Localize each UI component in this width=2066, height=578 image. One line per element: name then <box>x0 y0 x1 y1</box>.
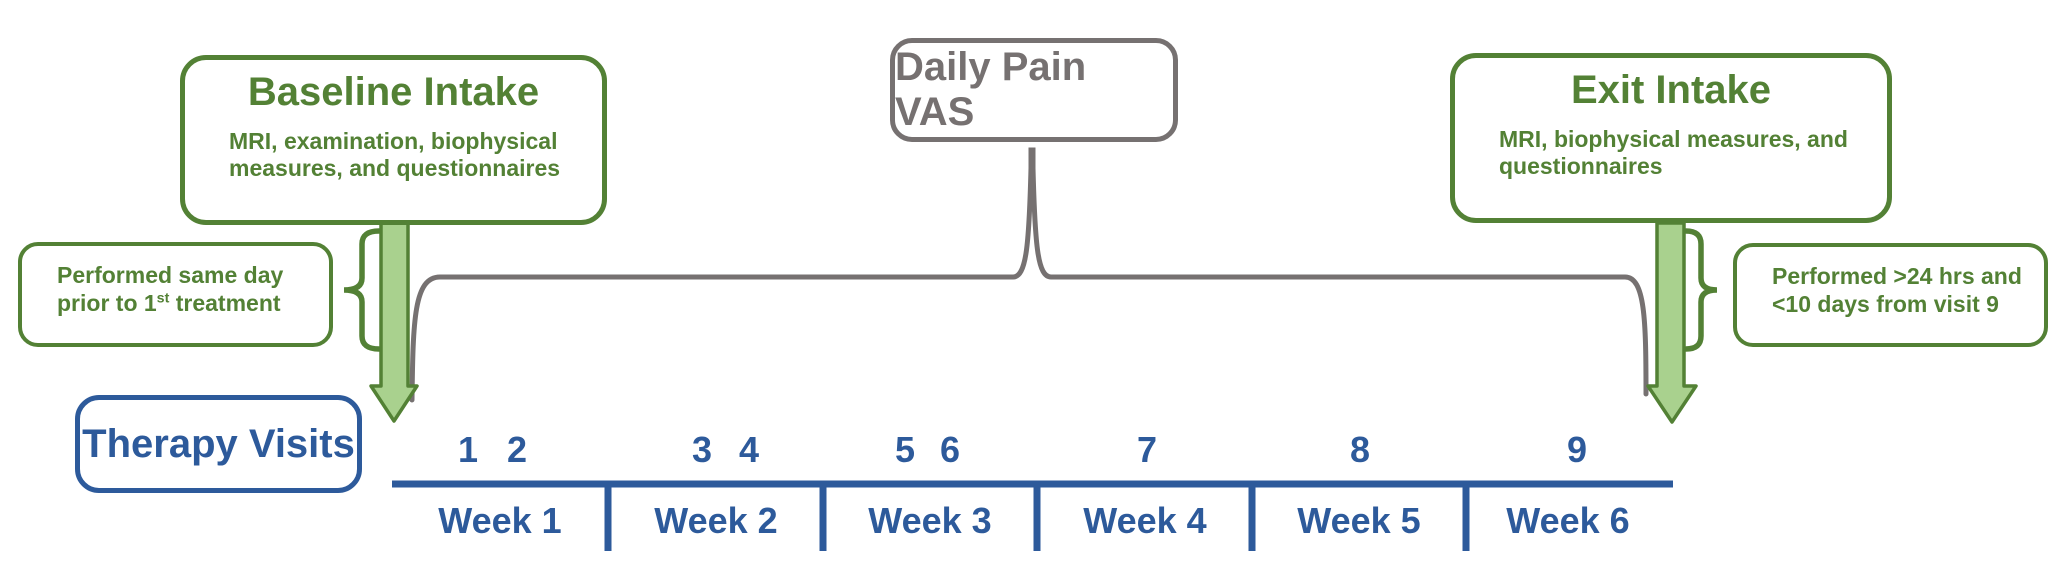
week-label: Week 1 <box>438 500 562 541</box>
baseline-timing-note-box: Performed same day prior to 1st treatmen… <box>18 242 333 347</box>
visit-number: 6 <box>939 429 961 470</box>
therapy-visits-box: Therapy Visits <box>75 395 362 493</box>
visit-number: 5 <box>894 429 916 470</box>
exit-intake-box: Exit Intake MRI, biophysical measures, a… <box>1450 53 1892 223</box>
baseline-intake-body-line: MRI, examination, biophysical <box>229 128 558 154</box>
baseline-intake-box: Baseline Intake MRI, examination, biophy… <box>180 55 607 225</box>
exit-intake-title: Exit Intake <box>1570 68 1772 112</box>
exit-intake-body-line: MRI, biophysical measures, and <box>1499 126 1848 152</box>
exit-arrow-icon <box>1646 221 1698 424</box>
daily-pain-vas-title: Daily Pain VAS <box>895 45 1087 134</box>
left-bracket-icon <box>343 228 382 352</box>
visit-number: 9 <box>1566 429 1588 470</box>
right-bracket-icon <box>1683 228 1718 352</box>
week-label: Week 3 <box>868 500 992 541</box>
exit-intake-body-line: questionnaires <box>1499 153 1663 179</box>
timeline-brace-icon <box>409 147 1649 403</box>
exit-timing-note-line: <10 days from visit 9 <box>1772 291 1999 317</box>
visit-number: 2 <box>506 429 528 470</box>
week-label: Week 2 <box>654 500 778 541</box>
ordinal-superscript: st <box>156 290 170 307</box>
visit-number: 8 <box>1349 429 1371 470</box>
week-label: Week 4 <box>1083 500 1207 541</box>
week-label: Week 6 <box>1506 500 1630 541</box>
visit-number: 4 <box>738 429 760 470</box>
baseline-timing-note-line2: prior to 1st treatment <box>57 290 281 316</box>
therapy-visits-title: Therapy Visits <box>82 421 355 466</box>
baseline-arrow-icon <box>369 221 419 423</box>
visit-number: 1 <box>457 429 479 470</box>
baseline-intake-body-line: measures, and questionnaires <box>229 155 561 181</box>
visit-number: 3 <box>691 429 713 470</box>
daily-pain-vas-box: Daily Pain VAS <box>890 38 1178 142</box>
exit-timing-note-box: Performed >24 hrs and <10 days from visi… <box>1733 243 2048 347</box>
baseline-timing-note-line1: Performed same day <box>57 262 284 288</box>
baseline-intake-title: Baseline Intake <box>247 70 540 114</box>
exit-timing-note-line: Performed >24 hrs and <box>1772 263 2022 289</box>
week-label: Week 5 <box>1297 500 1421 541</box>
visit-number: 7 <box>1136 429 1158 470</box>
